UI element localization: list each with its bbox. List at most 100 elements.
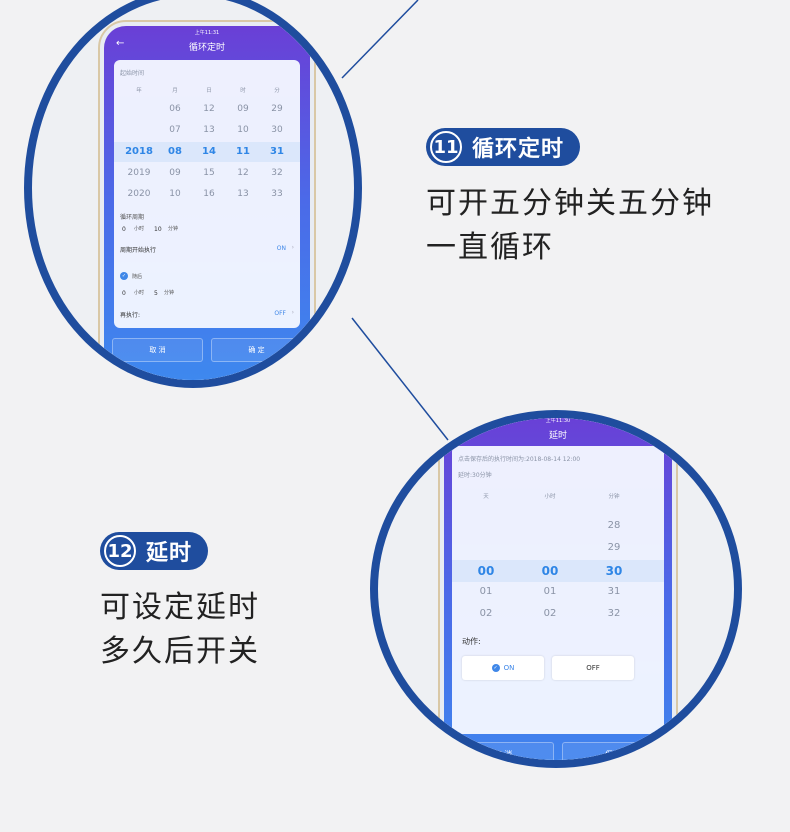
- wheel-cell: 30: [271, 125, 283, 135]
- confirm-button[interactable]: 确 定: [211, 338, 302, 362]
- connector-line-middle: [351, 317, 449, 441]
- chevron-right-icon: ›: [291, 309, 294, 316]
- cycle-period-label: 循环周期: [120, 214, 145, 221]
- wheel-cell-selected: 00: [477, 564, 495, 578]
- wheel-cell: 02: [543, 608, 557, 619]
- feature-12-desc-line2: 多久后开关: [100, 634, 260, 669]
- reexec-label: 再执行:: [120, 312, 141, 319]
- wheel-cell: 07: [169, 125, 181, 135]
- on-option-label: ON: [503, 664, 515, 672]
- wheel-cell: 16: [203, 189, 215, 199]
- back-arrow-icon[interactable]: ←: [116, 38, 125, 49]
- wheel-cell: 01: [543, 586, 557, 597]
- status-time: 上午11:30: [545, 418, 571, 424]
- wheel-cell: 2020: [127, 189, 151, 199]
- wheel-cell-selected: 31: [270, 146, 284, 157]
- wheel-cell-selected: 14: [202, 146, 216, 157]
- off-option-button[interactable]: OFF: [552, 656, 634, 680]
- wheel-cell: 09: [237, 104, 249, 114]
- check-icon: ✓: [491, 664, 500, 672]
- cycle-timer-magnifier: 上午11:31 ← 循环定时 起始时间 年 月 日 时 分 06 12 09 2…: [24, 0, 362, 388]
- minutes-unit: 分钟: [164, 290, 175, 296]
- wheel-cell: 09: [169, 168, 181, 178]
- feature-11-desc-line1: 可开五分钟关五分钟: [426, 186, 714, 221]
- wheel-cell-selected: 30: [605, 564, 623, 578]
- save-button[interactable]: 保存: [562, 742, 664, 760]
- feature-12-description: 可设定延时 多久后开关: [100, 586, 260, 674]
- wheel-cell: 32: [607, 608, 621, 619]
- status-time: 上午11:31: [194, 30, 220, 36]
- phone-frame: 上午11:31 ← 循环定时 起始时间 年 月 日 时 分 06 12 09 2…: [98, 20, 316, 380]
- on-option-button[interactable]: ✓ ON: [462, 656, 544, 680]
- wheel-cell-selected: 2018: [125, 146, 153, 157]
- wheel-cell: 28: [607, 520, 621, 531]
- then-label: 随后: [132, 274, 143, 280]
- wheel-cell: 2019: [127, 168, 151, 178]
- cycle-timer-screen: 上午11:31 ← 循环定时 起始时间 年 月 日 时 分 06 12 09 2…: [104, 26, 310, 380]
- check-icon[interactable]: ✓: [120, 272, 128, 280]
- wheel-cell: 10: [169, 189, 181, 199]
- delay-settings-card: 点击保存后的执行时间为:2018-08-14 12:00 延时:30分钟 天 小…: [452, 446, 664, 734]
- feature-12-number: 12: [104, 535, 136, 567]
- wheel-header-day: 天: [483, 494, 489, 500]
- wheel-cell: 12: [203, 104, 215, 114]
- feature-11-title: 循环定时: [472, 137, 565, 162]
- feature-12-title: 延时: [146, 541, 193, 566]
- wheel-cell: 02: [479, 608, 493, 619]
- wheel-cell: 32: [271, 168, 283, 178]
- wheel-cell-selected: 11: [236, 146, 250, 157]
- hours-unit: 小时: [134, 290, 145, 296]
- cancel-button[interactable]: 取 消: [452, 742, 554, 760]
- delay-timer-screen: 上午11:30 ← 延时 点击保存后的执行时间为:2018-08-14 12:0…: [444, 418, 672, 760]
- wheel-cell: 29: [271, 104, 283, 114]
- wheel-header-hour: 小时: [544, 494, 556, 500]
- action-buttons: 取 消 保存: [452, 742, 664, 760]
- connector-line-top: [341, 0, 419, 79]
- chevron-right-icon: ›: [291, 244, 294, 251]
- wheel-cell: 10: [237, 125, 249, 135]
- wheel-header-hour: 时: [240, 88, 246, 94]
- action-label: 动作:: [462, 637, 481, 646]
- wheel-cell: 06: [169, 104, 181, 114]
- screen-title: 延时: [548, 431, 567, 441]
- period-start-value[interactable]: ON: [276, 245, 286, 252]
- wheel-header-minute: 分: [274, 88, 280, 94]
- feature-11-number: 11: [430, 131, 462, 163]
- feature-11-description: 可开五分钟关五分钟 一直循环: [426, 182, 714, 270]
- wheel-cell-selected: 08: [168, 146, 182, 157]
- period-start-label: 周期开始执行: [120, 247, 157, 254]
- minutes-unit: 分钟: [168, 226, 179, 232]
- wheel-cell: 31: [607, 586, 621, 597]
- screen-title: 循环定时: [188, 43, 225, 53]
- hours-unit: 小时: [134, 226, 145, 232]
- action-buttons: 取 消 确 定: [112, 338, 302, 362]
- wheel-cell: 13: [203, 125, 215, 135]
- cycle-hours-value[interactable]: 0: [122, 226, 126, 233]
- wheel-cell: 12: [237, 168, 249, 178]
- back-arrow-icon[interactable]: ←: [456, 426, 465, 437]
- wheel-cell-selected: 00: [541, 564, 559, 578]
- cycle-settings-card: 起始时间 年 月 日 时 分 06 12 09 29 07 13 10: [114, 60, 300, 328]
- feature-12-desc-line1: 可设定延时: [100, 590, 260, 625]
- cycle-minutes-value[interactable]: 10: [154, 226, 162, 233]
- cancel-button[interactable]: 取 消: [112, 338, 203, 362]
- wheel-cell: 13: [237, 189, 249, 199]
- delay-timer-magnifier: 上午11:30 ← 延时 点击保存后的执行时间为:2018-08-14 12:0…: [370, 410, 742, 768]
- feature-11-badge: 11 循环定时: [426, 128, 581, 166]
- wheel-cell: 33: [271, 189, 283, 199]
- wheel-header-month: 月: [172, 88, 178, 94]
- wheel-cell: 15: [203, 168, 215, 178]
- then-hours-value[interactable]: 0: [122, 290, 126, 297]
- off-option-label: OFF: [586, 664, 600, 672]
- wheel-header-minute: 分钟: [608, 494, 620, 500]
- wheel-header-day: 日: [206, 88, 212, 94]
- reexec-value[interactable]: OFF: [274, 310, 286, 317]
- feature-12-badge: 12 延时: [100, 532, 209, 570]
- wheel-cell: 01: [479, 586, 493, 597]
- exec-time-text: 点击保存后的执行时间为:2018-08-14 12:00: [458, 456, 581, 463]
- wheel-selection-band: [452, 560, 664, 582]
- wheel-selection-band: [114, 142, 300, 162]
- then-minutes-value[interactable]: 5: [154, 290, 158, 297]
- wheel-cell: 29: [607, 542, 621, 553]
